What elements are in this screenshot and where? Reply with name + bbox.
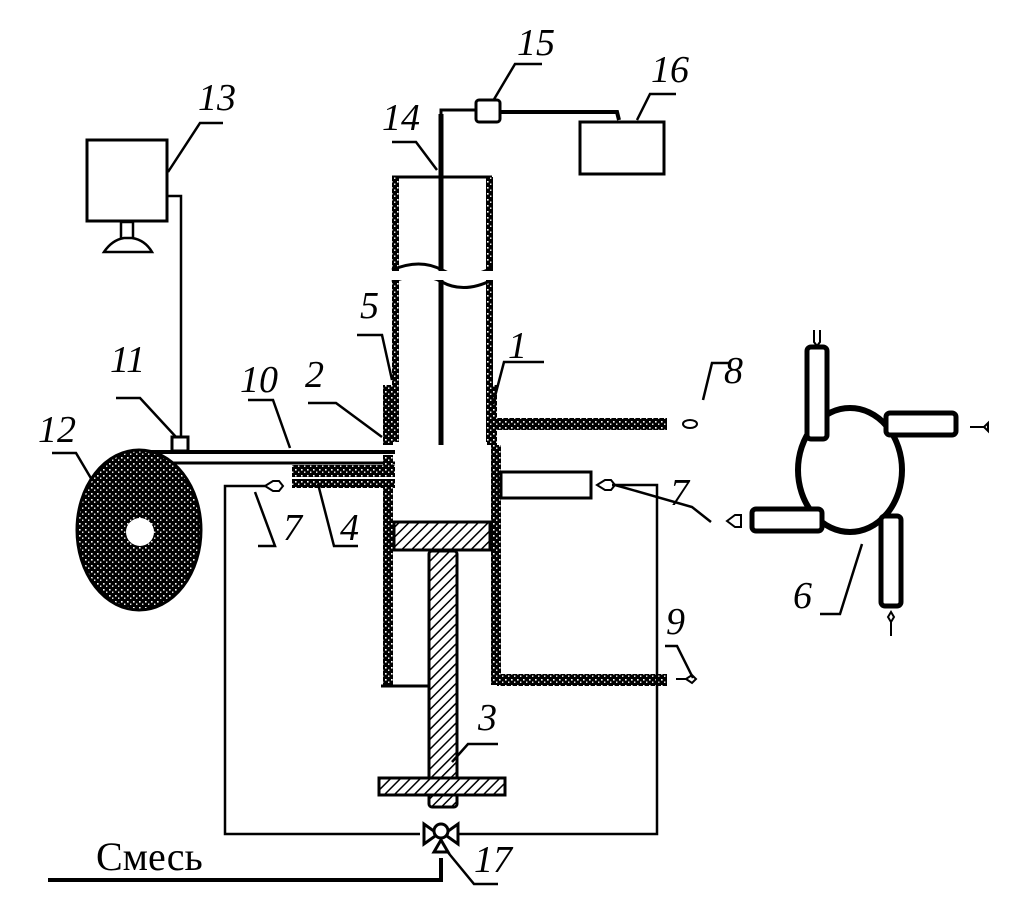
- callout-1: 1: [508, 325, 527, 367]
- piston-3: [377, 520, 507, 809]
- callout-16: 16: [651, 49, 689, 91]
- callout-6: 6: [793, 575, 812, 617]
- callout-14: 14: [382, 97, 420, 139]
- flange-1: [487, 385, 497, 445]
- roll-12: [75, 448, 203, 612]
- leader-lines: [52, 62, 864, 886]
- callout-12: 12: [38, 409, 76, 451]
- callout-4: 4: [340, 507, 359, 549]
- valve-17: [422, 821, 460, 854]
- feed-lines: [48, 483, 659, 882]
- mixture-label: Смесь: [96, 834, 203, 879]
- outlet-arrow-9: [676, 673, 698, 685]
- callout-2: 2: [305, 354, 324, 396]
- recorder-16: [500, 110, 666, 176]
- connector-15: [474, 98, 502, 124]
- pipe-8: [497, 418, 698, 430]
- mixer-6: [725, 330, 989, 636]
- callout-15: 15: [517, 22, 555, 64]
- callout-10: 10: [240, 359, 278, 401]
- monitor-13: [85, 138, 183, 440]
- callout-9: 9: [666, 601, 685, 643]
- strip-10: [148, 450, 395, 465]
- callout-11: 11: [110, 339, 145, 381]
- flange-2: [383, 385, 393, 445]
- tube-5: [391, 175, 493, 442]
- callout-7-right: 7: [670, 472, 691, 514]
- nozzle-right: [499, 470, 617, 500]
- nozzle-4: [263, 465, 395, 492]
- callout-8: 8: [724, 350, 743, 392]
- callout-17: 17: [474, 839, 514, 881]
- callout-5: 5: [360, 285, 379, 327]
- callout-7-left: 7: [283, 507, 304, 549]
- sensor-11: [170, 435, 190, 453]
- callout-3: 3: [477, 697, 497, 739]
- callout-13: 13: [198, 77, 236, 119]
- chamber-walls: [381, 445, 667, 688]
